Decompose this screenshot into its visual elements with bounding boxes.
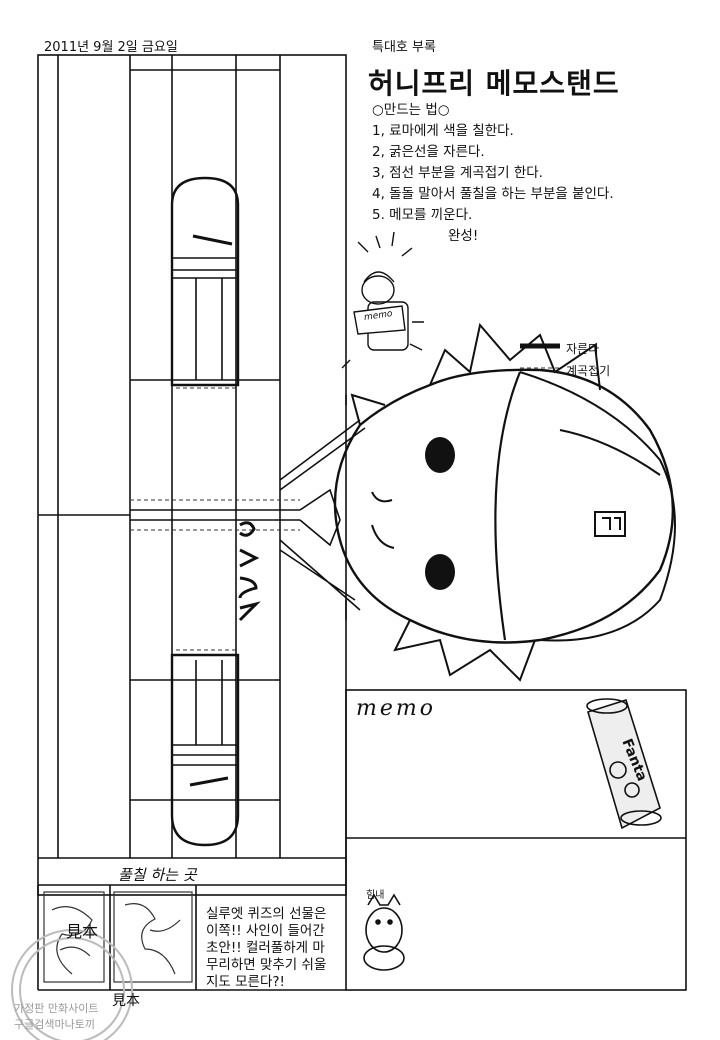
instruction-step-5: 5. 메모를 끼운다. bbox=[372, 207, 473, 223]
sample-stamp-left: 見本 bbox=[66, 922, 99, 941]
supplement-label: 특대호 부록 bbox=[372, 40, 436, 55]
instruction-step-2: 2, 굵은선을 자른다. bbox=[372, 144, 485, 160]
glue-area-label: 풀칠 하는 곳 bbox=[118, 866, 197, 884]
memo-label: memo bbox=[356, 696, 436, 721]
lower-slot bbox=[170, 653, 240, 847]
done-label: 완성! bbox=[448, 228, 479, 244]
date-label: 2011년 9월 2일 금요일 bbox=[44, 40, 178, 55]
logo-mark bbox=[238, 521, 261, 622]
watermark-line-2: 구글검색마나토끼 bbox=[14, 1018, 95, 1031]
right-eye bbox=[425, 554, 455, 590]
watermark-seal bbox=[11, 929, 133, 1040]
soda-can-illustration bbox=[586, 698, 662, 830]
watermark-line-1: 가정판 만화사이트 bbox=[14, 1002, 99, 1015]
gift-note-line-1: 실루엣 퀴즈의 선물은 bbox=[206, 906, 327, 922]
ryoma-head bbox=[333, 322, 676, 682]
page-title: 허니프리 메모스탠드 bbox=[368, 67, 620, 100]
memo-section bbox=[37, 689, 687, 991]
instruction-step-1: 1, 료마에게 색을 칠한다. bbox=[372, 123, 514, 139]
instruction-step-4: 4, 돌돌 말아서 풀칠을 하는 부분을 붙인다. bbox=[372, 186, 614, 202]
gift-note-line-5: 지도 모른다?! bbox=[206, 974, 285, 990]
sample-stamp-right: 見本 bbox=[112, 993, 140, 1009]
left-eye bbox=[425, 437, 455, 473]
signed-sketch-right bbox=[113, 891, 193, 983]
gift-note-line-4: 무리하면 맞추기 쉬울 bbox=[206, 957, 327, 973]
instruction-step-3: 3, 점선 부분을 계곡접기 한다. bbox=[372, 165, 543, 181]
gift-note-line-3: 초안!! 컬러풀하게 마 bbox=[206, 940, 325, 956]
cat-illustration bbox=[363, 893, 405, 971]
cat-speech: 힘내 bbox=[366, 890, 385, 901]
upper-slot bbox=[170, 176, 240, 387]
cap-logo bbox=[594, 511, 626, 537]
gift-note-line-2: 이쪽!! 사인이 들어간 bbox=[206, 923, 325, 939]
instructions-heading: ○만드는 법○ bbox=[372, 102, 450, 118]
finished-stand-illustration bbox=[341, 231, 424, 369]
legend-cut-label: 자른다 bbox=[566, 342, 600, 356]
gift-note: 실루엣 퀴즈의 선물은 이쪽!! 사인이 들어간 초안!! 컬러풀하게 마 무리… bbox=[206, 906, 326, 991]
